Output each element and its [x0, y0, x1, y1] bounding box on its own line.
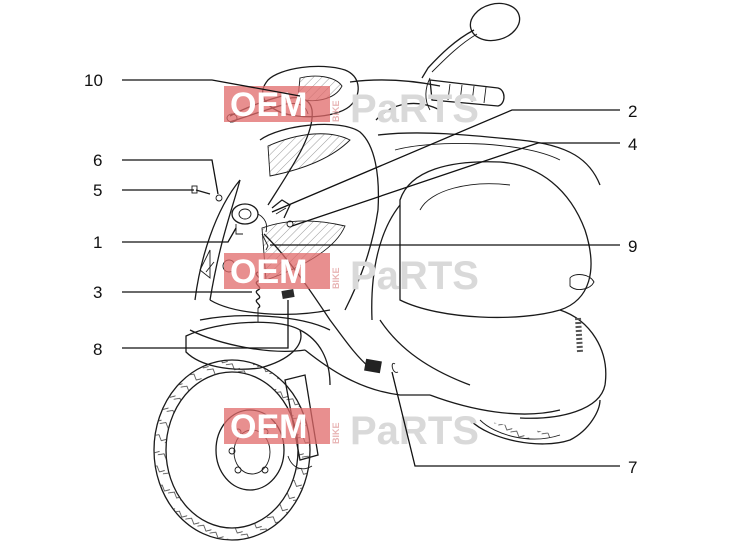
- bracket-2: [271, 199, 291, 219]
- callout-6: 6: [93, 151, 102, 170]
- watermark-bike-text: BIKE: [331, 422, 341, 444]
- watermark-oem-text: OEM: [230, 408, 307, 446]
- screw-5: [191, 185, 211, 195]
- callout-4: 4: [628, 135, 637, 154]
- callout-5: 5: [93, 181, 102, 200]
- washer-6: [215, 194, 223, 202]
- scooter-illustration: [153, 2, 607, 541]
- mirror: [421, 2, 521, 79]
- scooter-body: [304, 102, 607, 445]
- callout-9: 9: [628, 237, 637, 256]
- watermark-oem-text: OEM: [230, 253, 307, 291]
- connector-7: [364, 358, 399, 374]
- callout-labels: 10 2 4 6 5 1 9 3 8 7: [84, 71, 637, 477]
- callout-leaders: [122, 79, 620, 467]
- watermark-parts-text: PaRTS: [350, 409, 479, 453]
- callout-2: 2: [628, 102, 637, 121]
- callout-8: 8: [93, 340, 102, 359]
- watermark-oem-text: OEM: [230, 86, 307, 124]
- watermark-middle: OEM BIKE PaRTS: [224, 253, 479, 298]
- callout-7: 7: [628, 458, 637, 477]
- watermark-bottom: OEM BIKE PaRTS: [224, 408, 479, 453]
- screw-9: [261, 233, 269, 251]
- callout-3: 3: [93, 283, 102, 302]
- watermark-bike-text: BIKE: [331, 267, 341, 289]
- nut-4: [286, 220, 294, 228]
- watermark-bike-text: BIKE: [331, 100, 341, 122]
- watermark-top: OEM BIKE PaRTS: [224, 86, 479, 131]
- callout-10: 10: [84, 71, 103, 90]
- horn: [231, 203, 259, 235]
- callout-1: 1: [93, 233, 102, 252]
- front-wheel: [153, 359, 319, 541]
- watermark-parts-text: PaRTS: [350, 254, 479, 298]
- handlebar: [349, 77, 505, 111]
- watermark-parts-text: PaRTS: [350, 87, 479, 131]
- clip-8: [281, 289, 295, 299]
- front-shield: [189, 123, 380, 352]
